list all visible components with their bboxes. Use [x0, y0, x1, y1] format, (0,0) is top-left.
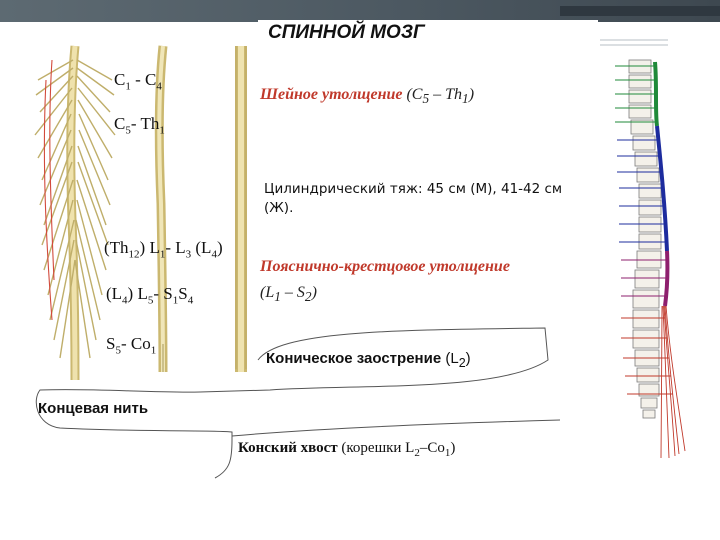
decorative-lines: [600, 39, 668, 46]
slide-top-bar: [0, 0, 720, 22]
cauda-equina-label: Конский хвост (корешки L2–Co1): [238, 440, 456, 459]
label-l4-s4: (L4) L5- S1S4: [106, 284, 194, 307]
label-c1-c4: C1 - C4: [114, 70, 162, 93]
title-box: [258, 20, 598, 54]
label-c5-th1: C5- Th1: [114, 114, 165, 137]
filum-terminale-label: Концевая нить: [38, 400, 149, 417]
label-s5-co1: S5- Co1: [106, 334, 157, 357]
cervical-enlargement-label: Шейное утолщение (C5 – Th1): [260, 86, 475, 107]
slide-title: СПИННОЙ МОЗГ: [268, 22, 425, 43]
isolated-spinal-cord-illustration: [154, 45, 168, 373]
vertebral-column-illustration: [615, 59, 686, 459]
conus-label: Коническое заострение (L2): [266, 350, 471, 370]
lumbosacral-enlargement-label: Пояснично-крестцовое утолщение: [260, 258, 510, 275]
lumbosacral-range: (L1 – S2): [260, 284, 317, 305]
label-th12-l4: (Th12) L1- L3 (L4): [104, 238, 223, 261]
spinal-cord-nerves-illustration: [30, 40, 120, 385]
cord-dura-illustration: [235, 46, 247, 372]
cord-description: Цилиндрический тяж: 45 см (М), 41-42 см …: [264, 181, 563, 216]
slide-top-accent: [560, 6, 720, 16]
